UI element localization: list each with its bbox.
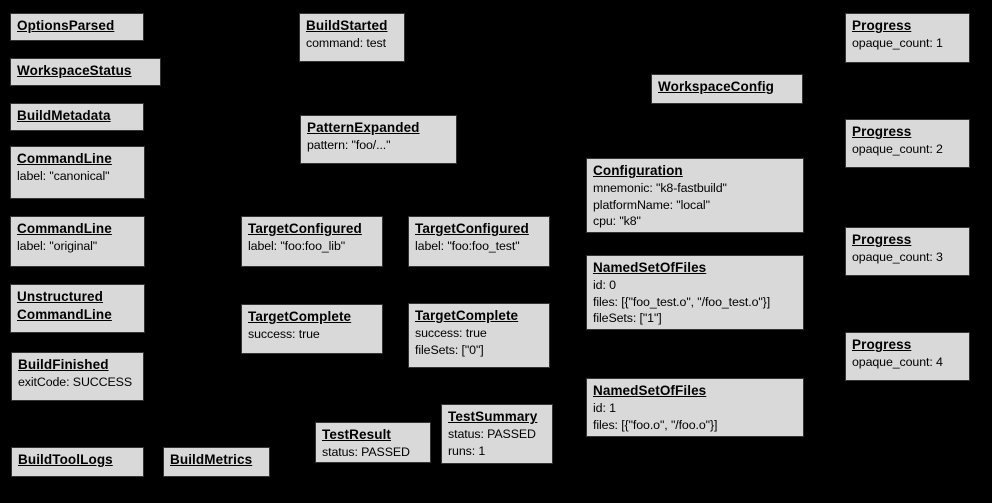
event-node-field: label: "canonical" bbox=[17, 169, 110, 183]
event-node-title: Configuration bbox=[593, 163, 683, 178]
event-node-title: Progress bbox=[852, 124, 912, 139]
event-node-target-configured-lib: TargetConfigured label: "foo:foo_lib" bbox=[241, 216, 383, 267]
event-node-title: BuildToolLogs bbox=[18, 452, 113, 467]
event-node-fields: id: 1 files: [{"foo.o", "/foo.o"}] bbox=[593, 400, 797, 433]
event-node-field: exitCode: SUCCESS bbox=[18, 375, 132, 389]
event-node-field: platformName: "local" bbox=[593, 197, 710, 212]
event-node-fields: label: "foo:foo_test" bbox=[415, 238, 543, 255]
event-node-build-finished: BuildFinished exitCode: SUCCESS bbox=[11, 352, 144, 401]
event-node-field: runs: 1 bbox=[448, 443, 486, 458]
event-node-fields: status: PASSED bbox=[322, 444, 424, 461]
event-node-target-complete-lib: TargetComplete success: true bbox=[241, 304, 383, 354]
event-node-field: id: 0 bbox=[593, 278, 616, 292]
event-node-field: files: [{"foo.o", "/foo.o"}] bbox=[593, 417, 718, 432]
event-node-title: CommandLine bbox=[17, 151, 112, 166]
event-node-title: WorkspaceConfig bbox=[658, 79, 775, 94]
event-node-workspace-config: WorkspaceConfig bbox=[651, 74, 803, 104]
event-node-fields: status: PASSED runs: 1 bbox=[448, 426, 546, 459]
event-node-named-set-of-files-1: NamedSetOfFiles id: 1 files: [{"foo.o", "… bbox=[586, 378, 804, 437]
event-node-field: fileSets: ["1"] bbox=[593, 311, 662, 325]
event-node-field: opaque_count: 2 bbox=[852, 142, 943, 156]
event-node-fields: id: 0 files: [{"foo_test.o", "/foo_test.o… bbox=[593, 277, 797, 327]
event-node-progress-4: Progress opaque_count: 4 bbox=[845, 332, 970, 381]
event-node-named-set-of-files-0: NamedSetOfFiles id: 0 files: [{"foo_test.… bbox=[586, 255, 804, 330]
event-node-build-started: BuildStarted command: test bbox=[299, 13, 405, 62]
event-node-title: BuildStarted bbox=[306, 18, 388, 33]
event-node-title: BuildMetrics bbox=[170, 452, 253, 467]
event-node-title: TestSummary bbox=[448, 409, 538, 424]
event-node-fields: command: test bbox=[306, 35, 398, 52]
event-node-title: Progress bbox=[852, 232, 912, 247]
event-node-title: NamedSetOfFiles bbox=[593, 260, 707, 275]
event-node-unstructured-command-line: Unstructured CommandLine bbox=[10, 284, 145, 333]
event-node-field: opaque_count: 4 bbox=[852, 355, 943, 369]
event-node-field: fileSets: ["0"] bbox=[415, 342, 484, 357]
event-node-fields: label: "canonical" bbox=[17, 168, 138, 185]
event-node-field: command: test bbox=[306, 36, 386, 50]
event-node-field: status: PASSED bbox=[448, 427, 536, 441]
event-node-test-result: TestResult status: PASSED bbox=[315, 422, 431, 463]
event-node-fields: opaque_count: 4 bbox=[852, 354, 963, 371]
event-node-command-line-canonical: CommandLine label: "canonical" bbox=[10, 146, 145, 199]
event-node-fields: label: "foo:foo_lib" bbox=[248, 238, 376, 255]
event-node-configuration: Configuration mnemonic: "k8-fastbuild" pl… bbox=[586, 158, 804, 233]
event-node-title: BuildMetadata bbox=[17, 108, 111, 123]
event-node-fields: success: true bbox=[248, 326, 376, 343]
event-node-title: WorkspaceStatus bbox=[17, 63, 132, 78]
event-node-field: label: "original" bbox=[17, 239, 98, 253]
event-node-field: files: [{"foo_test.o", "/foo_test.o"}] bbox=[593, 294, 771, 309]
event-node-title: CommandLine bbox=[17, 221, 112, 236]
event-node-pattern-expanded: PatternExpanded pattern: "foo/..." bbox=[300, 115, 457, 164]
event-node-fields: opaque_count: 2 bbox=[852, 141, 963, 158]
event-node-title: NamedSetOfFiles bbox=[593, 383, 707, 398]
event-node-title: Progress bbox=[852, 337, 912, 352]
event-node-title: TargetComplete bbox=[248, 309, 352, 324]
event-node-title: Progress bbox=[852, 18, 912, 33]
event-node-field: success: true bbox=[248, 327, 320, 341]
event-node-field: opaque_count: 1 bbox=[852, 36, 943, 50]
event-node-fields: exitCode: SUCCESS bbox=[18, 374, 137, 391]
event-node-title: PatternExpanded bbox=[307, 120, 420, 135]
event-node-field: id: 1 bbox=[593, 401, 616, 415]
event-node-field: status: PASSED bbox=[322, 445, 410, 459]
event-node-test-summary: TestSummary status: PASSED runs: 1 bbox=[441, 404, 553, 464]
event-node-progress-1: Progress opaque_count: 1 bbox=[845, 13, 970, 63]
event-node-fields: success: true fileSets: ["0"] bbox=[415, 325, 543, 358]
event-node-workspace-status: WorkspaceStatus bbox=[10, 58, 161, 86]
event-node-fields: label: "original" bbox=[17, 238, 138, 255]
event-node-title: BuildFinished bbox=[18, 357, 109, 372]
event-node-options-parsed: OptionsParsed bbox=[10, 13, 144, 41]
event-node-build-metrics: BuildMetrics bbox=[163, 447, 270, 477]
event-node-fields: opaque_count: 1 bbox=[852, 35, 963, 52]
event-node-field: pattern: "foo/..." bbox=[307, 138, 391, 152]
event-node-field: opaque_count: 3 bbox=[852, 250, 943, 264]
event-node-field: label: "foo:foo_test" bbox=[415, 239, 520, 253]
event-node-field: cpu: "k8" bbox=[593, 214, 641, 228]
event-node-title: TargetConfigured bbox=[248, 221, 362, 236]
event-node-fields: opaque_count: 3 bbox=[852, 249, 963, 266]
event-node-title: TestResult bbox=[322, 427, 392, 442]
event-node-title: OptionsParsed bbox=[17, 18, 115, 33]
event-node-title: TargetComplete bbox=[415, 308, 519, 323]
event-node-fields: pattern: "foo/..." bbox=[307, 137, 450, 154]
event-node-command-line-original: CommandLine label: "original" bbox=[10, 216, 145, 267]
event-node-title: TargetConfigured bbox=[415, 221, 529, 236]
event-node-progress-3: Progress opaque_count: 3 bbox=[845, 227, 970, 276]
event-node-field: mnemonic: "k8-fastbuild" bbox=[593, 181, 727, 195]
event-node-fields: mnemonic: "k8-fastbuild" platformName: "l… bbox=[593, 180, 797, 230]
event-node-progress-2: Progress opaque_count: 2 bbox=[845, 119, 970, 168]
event-node-target-complete-test: TargetComplete success: true fileSets: ["… bbox=[408, 303, 550, 368]
event-node-field: label: "foo:foo_lib" bbox=[248, 239, 346, 253]
event-node-build-metadata: BuildMetadata bbox=[10, 103, 144, 131]
event-node-build-tool-logs: BuildToolLogs bbox=[11, 447, 144, 477]
event-node-field: success: true bbox=[415, 326, 487, 340]
event-node-target-configured-test: TargetConfigured label: "foo:foo_test" bbox=[408, 216, 550, 267]
event-node-title: Unstructured CommandLine bbox=[17, 289, 112, 322]
